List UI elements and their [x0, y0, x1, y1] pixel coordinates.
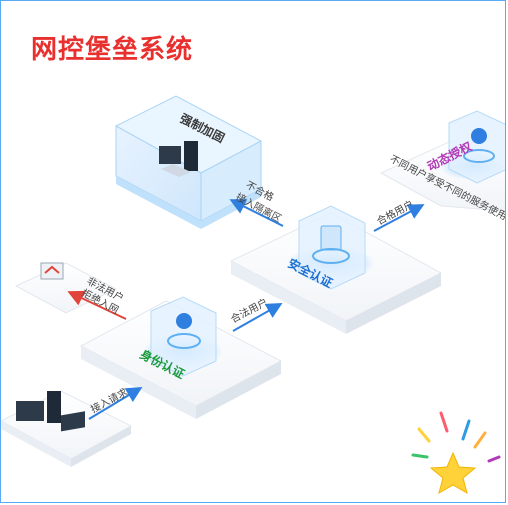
- keyboard-icon: [161, 164, 191, 177]
- arrow-qualified-user: [373, 204, 425, 232]
- cloud-icon: [471, 128, 487, 144]
- star-decoration: [411, 411, 501, 495]
- label-access-request: 接入请求: [88, 385, 129, 415]
- server-icon: [184, 141, 198, 171]
- arrow-rejected: [67, 290, 127, 320]
- terminal-devices: [16, 391, 85, 432]
- star-icon: [429, 451, 477, 495]
- arrow-legal-user: [232, 303, 283, 332]
- arrow-noncompliant: [229, 199, 284, 227]
- laptop-icon: [61, 411, 85, 432]
- monitor-icon: [159, 146, 181, 164]
- rejected-device: [40, 262, 64, 280]
- desktop-monitor-icon: [16, 401, 44, 421]
- document-icon: [320, 225, 342, 251]
- desktop-tower-icon: [47, 391, 61, 423]
- enforce-room: [114, 95, 263, 229]
- arrow-access-request: [88, 386, 143, 420]
- dynamic-cube: [439, 110, 505, 184]
- user-icon: [176, 313, 192, 329]
- page-title: 网控堡垒系统: [31, 35, 194, 65]
- identity-cube: [143, 296, 223, 377]
- security-cube: [287, 205, 375, 290]
